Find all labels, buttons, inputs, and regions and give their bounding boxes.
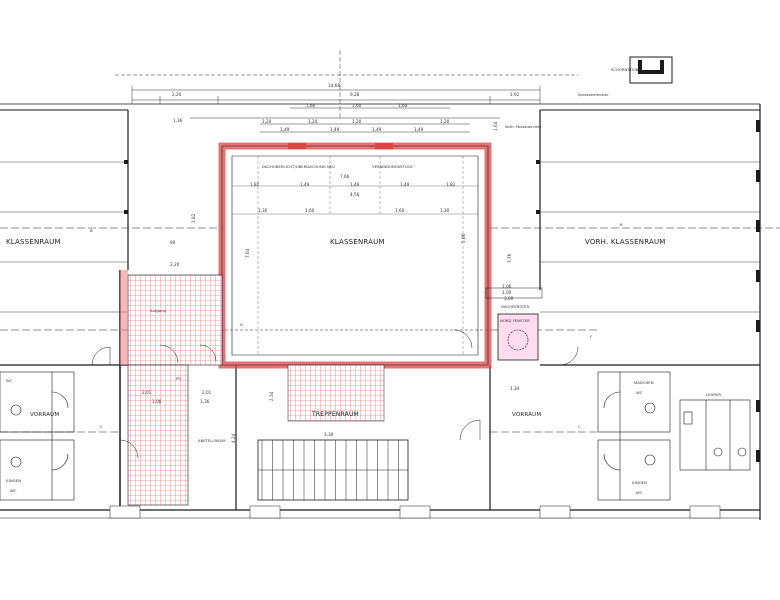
dim-left-corr-b: 2,01 <box>202 390 212 395</box>
dim-stair-h: 2,34 <box>269 391 274 401</box>
room-wc-left-top: WC <box>6 378 13 383</box>
schornstein-label: SCHORNSTEIN <box>611 67 639 72</box>
room-wc-right-bottom: WC <box>636 490 643 495</box>
room-klassenraum-left: KLASSENRAUM <box>6 238 61 246</box>
section-mark-b-left: B <box>90 228 93 233</box>
dim-win-d: 1,30 <box>440 208 450 213</box>
aufgang-label: Aufgang <box>150 308 166 313</box>
dim-row2-b: 1,20 <box>308 119 318 124</box>
stair-treads <box>261 440 399 500</box>
fassadenlinie-note: Vorh. Fassadenlinie <box>505 124 542 129</box>
section-mark-f-right: F <box>590 334 592 339</box>
lift-shaft <box>485 287 543 361</box>
room-vorraum-right: VORRAUM <box>512 412 541 418</box>
treppenraum <box>257 364 409 501</box>
dim-door-a: 90 <box>170 240 176 245</box>
dim-left-corr-d: 1,36 <box>200 399 210 404</box>
dim-row1-c: 1,60 <box>398 103 408 108</box>
sprossenfenster-note: Sprossenfenster <box>578 92 609 97</box>
pu-label: PU <box>176 376 181 381</box>
section-lines <box>0 227 780 433</box>
top-dimensions <box>115 50 578 133</box>
lower-wall-openings <box>109 505 721 519</box>
dim-inner-mid: 4,56 <box>350 192 360 197</box>
room-jungen-right: JUNGEN <box>631 480 647 485</box>
dim-inner-width: 7,66 <box>340 174 350 179</box>
room-klassenraum-center: KLASSENRAUM <box>330 238 385 246</box>
dim-stair-w: 3,30 <box>324 432 334 437</box>
dim-row1-a: 1,60 <box>306 103 316 108</box>
dim-row1-b: 1,60 <box>352 103 362 108</box>
dim-win-a: 1,30 <box>258 208 268 213</box>
dim-lift-a: 1,06 <box>502 284 512 289</box>
wc-left-block <box>0 371 75 501</box>
dim-right-vert: 7,76 <box>507 253 512 263</box>
central-classroom <box>218 142 492 369</box>
dim-row3-a: 1,49 <box>280 127 290 132</box>
wc-right-block <box>597 371 751 501</box>
room-wc-right-top: WC <box>636 390 643 395</box>
dim-inner-row-b: 1,49 <box>300 182 310 187</box>
dachfenster-label: DACHFENSTER <box>501 304 529 309</box>
left-column-markers <box>124 160 540 214</box>
dim-top-left: 2,20 <box>172 92 182 97</box>
dim-row2-a: 1,20 <box>262 119 272 124</box>
abstellraum-label: ABSTELLRAUM <box>198 438 226 443</box>
dim-row2-c: 1,20 <box>352 119 362 124</box>
dim-lift-b: 1,00 <box>502 290 512 295</box>
room-treppenraum: TREPPENRAUM <box>311 411 359 418</box>
dim-right-tall: 1,64 <box>493 121 498 131</box>
dim-row3-c: 1,49 <box>372 127 382 132</box>
dim-inner-row-c: 1,49 <box>350 182 360 187</box>
dim-top-mid: 9,28 <box>350 92 360 97</box>
dim-lift-c: 3,00 <box>504 296 514 301</box>
section-mark-c-left: C <box>100 424 103 429</box>
dim-door-b: 2,20 <box>170 262 180 267</box>
room-maedchen: MÄDCHEN <box>634 380 654 385</box>
door-swings <box>91 329 579 459</box>
section-mark-c-right: C <box>578 424 581 429</box>
dim-corridor-left: 4,24 <box>231 433 236 443</box>
dim-top-right: 1,92 <box>510 92 520 97</box>
dim-room-depth: 7,64 <box>245 248 250 258</box>
aufgang-area <box>120 270 223 506</box>
verbindung-note: VERBINDUNGSSTÜCK <box>372 164 413 169</box>
nord-fenster-label: NORD FENSTER <box>500 318 530 323</box>
dim-right-depth: 5,06 <box>461 233 466 243</box>
dim-win-b: 1,60 <box>305 208 315 213</box>
room-jungen-left: JUNGEN <box>5 478 21 483</box>
dim-overall: 14,68 <box>328 83 340 88</box>
left-classroom-lines <box>0 161 128 313</box>
chimney-symbol: SCHORNSTEIN <box>611 56 673 84</box>
section-mark-b-right: B <box>620 222 623 227</box>
dim-row3-d: 1,49 <box>414 127 424 132</box>
dim-inner-row-d: 1,49 <box>400 182 410 187</box>
room-vorraum-left: VORRAUM <box>30 412 59 418</box>
dim-row3-b: 1,49 <box>330 127 340 132</box>
dim-win-c: 1,60 <box>395 208 405 213</box>
dim-row2-d: 1,20 <box>440 119 450 124</box>
dim-right-vorraum: 1,34 <box>510 386 520 391</box>
oberlicht-note: DACHOBERLICHT/ÜBERDACHUNG NEU <box>262 164 335 169</box>
right-classroom-lines <box>540 161 760 313</box>
room-lehrer: LEHRER <box>706 392 721 397</box>
right-wall-windows <box>756 120 760 462</box>
section-mark-d-left: D <box>240 322 243 327</box>
room-wc-left-bottom: WC <box>10 488 17 493</box>
dim-left-vert: 1,82 <box>191 213 196 223</box>
dim-left-corr-a: 2,01 <box>142 390 152 395</box>
dim-inner-row-a: 1,82 <box>250 182 260 187</box>
dim-inner-row-e: 1,82 <box>446 182 456 187</box>
dim-left-wall: 1,36 <box>173 118 183 123</box>
dim-left-corr-c: 1,06 <box>152 399 162 404</box>
room-vorh-klassenraum: VORH. KLASSENRAUM <box>585 238 666 246</box>
